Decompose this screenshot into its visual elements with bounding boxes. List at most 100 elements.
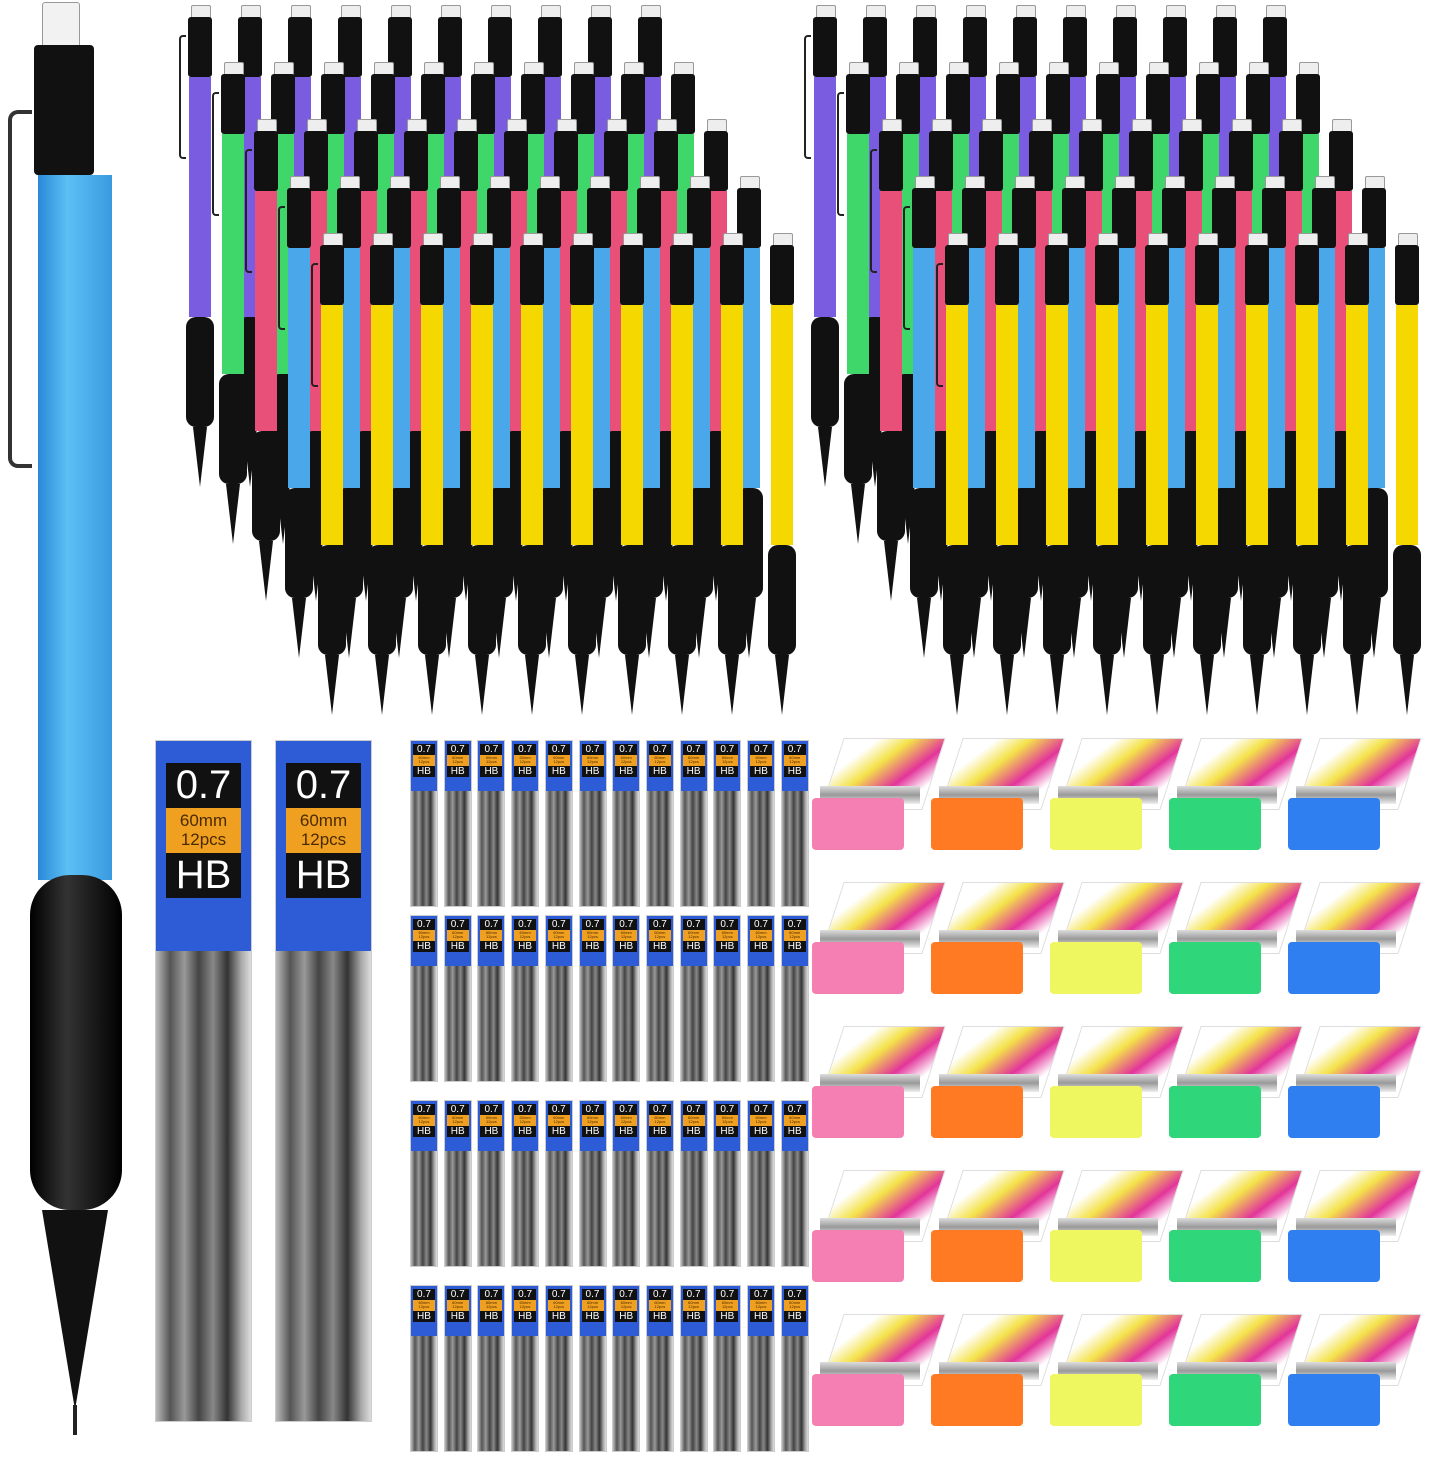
lead-grade: HB — [480, 1310, 503, 1322]
rubber-grip — [30, 875, 122, 1210]
rubber-grip — [1293, 545, 1321, 655]
lead-count: 12pcs — [688, 759, 699, 765]
lead-size: 0.7 — [783, 1104, 806, 1115]
rubber-grip — [668, 545, 696, 655]
lead-length: 60mm — [418, 755, 430, 760]
mechanical-pencil — [1142, 233, 1172, 723]
pencil-barrel — [421, 305, 443, 545]
mechanical-pencil — [837, 62, 873, 552]
lead-size: 0.7 — [413, 1289, 435, 1300]
lead-grade: HB — [446, 1125, 469, 1137]
lead-size: 0.7 — [716, 744, 739, 755]
pencil-top — [1345, 245, 1369, 305]
lead-length: 60mm — [418, 1300, 430, 1305]
mechanical-pencil — [245, 119, 281, 609]
eraser-body — [1169, 1086, 1261, 1138]
lead-length: 60mm — [620, 1300, 632, 1305]
lead-count: 12pcs — [721, 934, 733, 940]
pencil-barrel — [946, 305, 968, 545]
lead-count: 12pcs — [688, 1304, 699, 1310]
lead-size: 0.7 — [750, 1104, 772, 1115]
lead-length: 60mm — [418, 1115, 430, 1120]
pocket-clip — [837, 92, 844, 216]
lead-length: 60mm — [721, 1300, 733, 1305]
mechanical-pencil — [717, 233, 747, 723]
mechanical-pencil — [936, 233, 972, 723]
lead-count: 12pcs — [519, 759, 531, 765]
eraser — [1050, 882, 1184, 1002]
lead-size: 0.7 — [446, 744, 469, 755]
mechanical-pencil — [1392, 233, 1422, 723]
lead-size: 0.7 — [446, 1104, 469, 1115]
mechanical-pencil — [212, 62, 248, 552]
eraser — [1169, 1170, 1303, 1290]
lead-grade: HB — [286, 853, 361, 899]
eraser-cap — [42, 2, 80, 49]
mechanical-pencil — [617, 233, 647, 723]
eraser-body — [812, 1086, 904, 1138]
pencil-top — [813, 17, 837, 77]
pocket-clip — [179, 35, 186, 159]
pocket-clip — [903, 206, 910, 330]
pencil-top — [34, 45, 94, 175]
lead-length: 60mm — [620, 1115, 632, 1120]
lead-grade: HB — [716, 1125, 739, 1137]
lead-size: 0.7 — [750, 919, 772, 930]
pocket-clip — [8, 110, 32, 468]
lead-length: 60mm — [688, 1115, 700, 1120]
pencil-barrel — [588, 248, 610, 488]
lead-length: 60mm — [553, 930, 565, 935]
pocket-clip — [804, 35, 811, 159]
lead-count: 12pcs — [789, 934, 801, 940]
pencil-barrel — [471, 305, 493, 545]
lead-count: 12pcs — [721, 1304, 733, 1310]
lead-size: 0.7 — [413, 744, 435, 755]
pencil-cone — [226, 484, 240, 544]
lead-count: 12pcs — [789, 1119, 801, 1125]
lead-length: 60mm — [721, 1115, 733, 1120]
mechanical-pencil — [467, 233, 497, 723]
mechanical-pencil — [1292, 233, 1322, 723]
lead-length: 60mm — [553, 755, 565, 760]
mechanical-pencil — [1092, 233, 1122, 723]
lead-size: 0.7 — [480, 1289, 503, 1300]
eraser-body — [812, 942, 904, 994]
pencil-barrel — [1313, 248, 1335, 488]
lead-length: 60mm — [586, 755, 599, 760]
lead-length: 60mm — [586, 1115, 599, 1120]
lead-grade: HB — [480, 765, 503, 777]
lead-size: 0.7 — [648, 919, 671, 930]
pencil-cone — [1250, 655, 1264, 715]
lead-size: 0.7 — [615, 1104, 638, 1115]
lead-grade: HB — [783, 765, 806, 777]
rubber-grip — [993, 545, 1021, 655]
eraser — [812, 1170, 946, 1290]
mechanical-pencil — [1242, 233, 1272, 723]
rubber-grip — [252, 431, 280, 541]
lead-grade: HB — [446, 1310, 469, 1322]
pencil-barrel — [1196, 305, 1218, 545]
lead-length: 60mm — [519, 755, 531, 760]
lead-count: 12pcs — [519, 934, 531, 940]
rubber-grip — [1393, 545, 1421, 655]
